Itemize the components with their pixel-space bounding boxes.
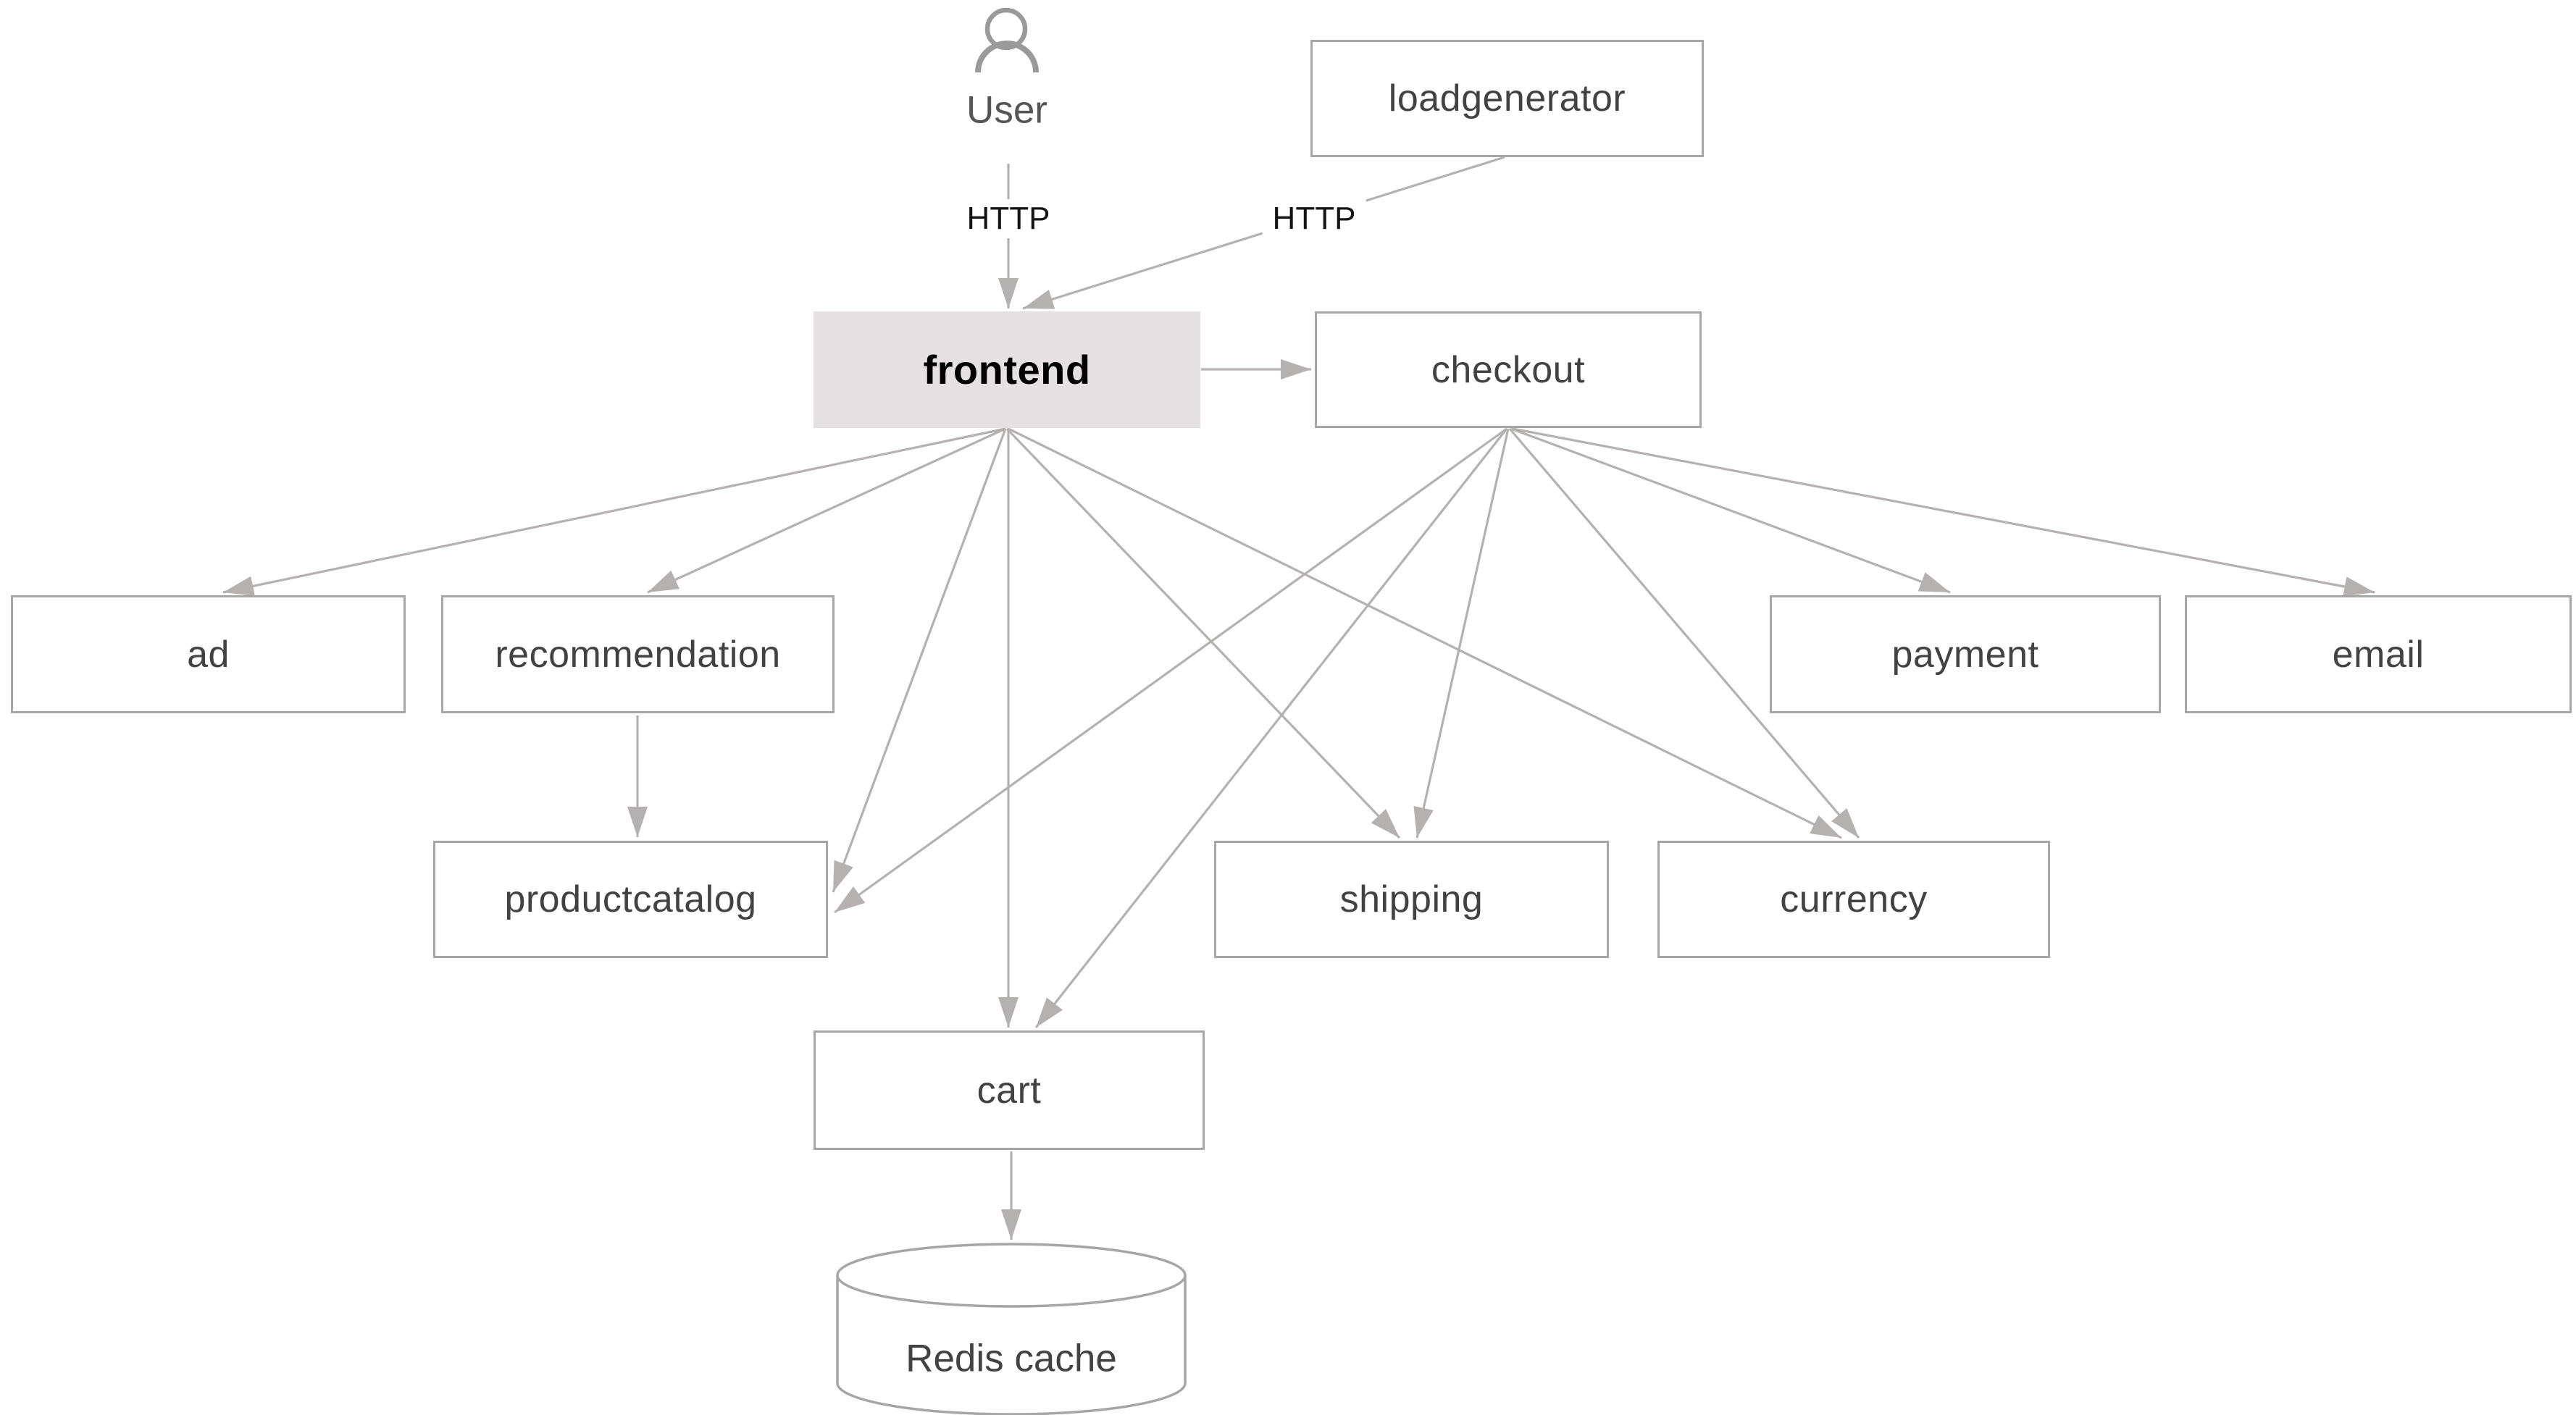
edge-frontend-shipping xyxy=(1005,427,1401,839)
user-icon-shoulders xyxy=(975,41,1039,73)
node-email-label: email xyxy=(2332,633,2425,676)
node-cart[interactable]: cart xyxy=(814,1030,1205,1150)
node-loadgenerator-label: loadgenerator xyxy=(1388,77,1626,119)
node-redis-label: Redis cache xyxy=(906,1337,1117,1380)
redis-cylinder-top xyxy=(836,1243,1187,1308)
edge-checkout-shipping xyxy=(1413,428,1510,839)
edge-checkout-payment xyxy=(1510,427,1951,594)
edge-frontend-recommendation xyxy=(647,427,1006,594)
node-recommendation[interactable]: recommendation xyxy=(441,595,835,713)
edge-checkout-currency xyxy=(1508,427,1860,839)
edge-frontend-currency xyxy=(1008,427,1842,839)
edge-frontend-productcatalog xyxy=(832,428,1007,893)
redis-cylinder-body xyxy=(836,1275,1187,1415)
edge-frontend-ad xyxy=(222,427,1006,597)
edge-checkout-productcatalog xyxy=(834,427,1507,914)
node-productcatalog[interactable]: productcatalog xyxy=(433,841,828,958)
node-user-label: User xyxy=(966,88,1047,132)
user-icon[interactable] xyxy=(975,7,1039,73)
node-recommendation-label: recommendation xyxy=(495,633,781,676)
node-shipping-label: shipping xyxy=(1339,878,1484,920)
edge-checkout-cart xyxy=(1034,428,1508,1028)
node-email[interactable]: email xyxy=(2185,595,2572,713)
node-ad-label: ad xyxy=(187,633,230,676)
edge-checkout-email xyxy=(1512,427,2375,597)
node-cart-label: cart xyxy=(977,1069,1042,1112)
node-checkout[interactable]: checkout xyxy=(1315,311,1702,428)
node-redis-cylinder[interactable] xyxy=(836,1243,1187,1415)
node-checkout-label: checkout xyxy=(1431,348,1586,391)
user-icon-head xyxy=(984,7,1028,51)
node-shipping[interactable]: shipping xyxy=(1214,841,1609,958)
http-label-user: HTTP xyxy=(956,199,1061,238)
node-payment[interactable]: payment xyxy=(1770,595,2161,713)
node-ad[interactable]: ad xyxy=(11,595,406,713)
node-currency-label: currency xyxy=(1780,878,1928,920)
node-loadgenerator[interactable]: loadgenerator xyxy=(1310,40,1704,157)
http-label-loadgenerator: HTTP xyxy=(1262,199,1366,238)
node-currency[interactable]: currency xyxy=(1657,841,2050,958)
node-productcatalog-label: productcatalog xyxy=(504,878,757,920)
node-payment-label: payment xyxy=(1891,633,2039,676)
node-frontend-label: frontend xyxy=(923,347,1091,392)
node-frontend[interactable]: frontend xyxy=(814,311,1200,428)
